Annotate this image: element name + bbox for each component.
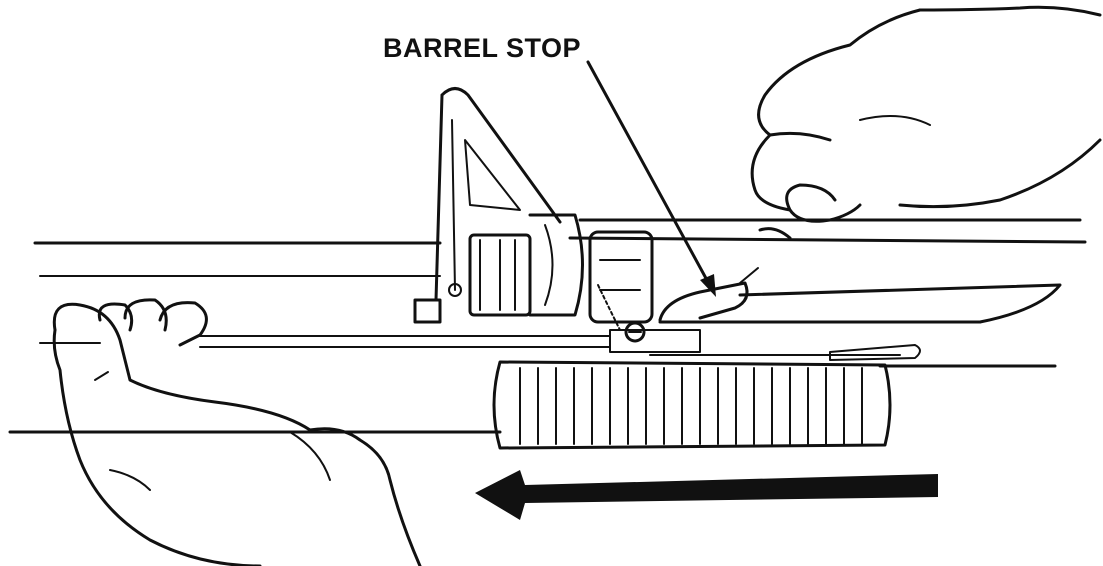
upper-hand [750, 5, 1102, 240]
slide-rail [829, 344, 921, 361]
lower-hand [52, 298, 422, 566]
barrel-assembly [8, 218, 1087, 434]
direction-arrow [475, 470, 938, 520]
handguard [492, 360, 892, 450]
barrel-stop-leader-arrow [586, 60, 716, 297]
barrel-stop-mechanism [597, 267, 759, 353]
front-sight-assembly [413, 87, 654, 324]
barrel-stop-label: BARREL STOP [383, 33, 581, 63]
